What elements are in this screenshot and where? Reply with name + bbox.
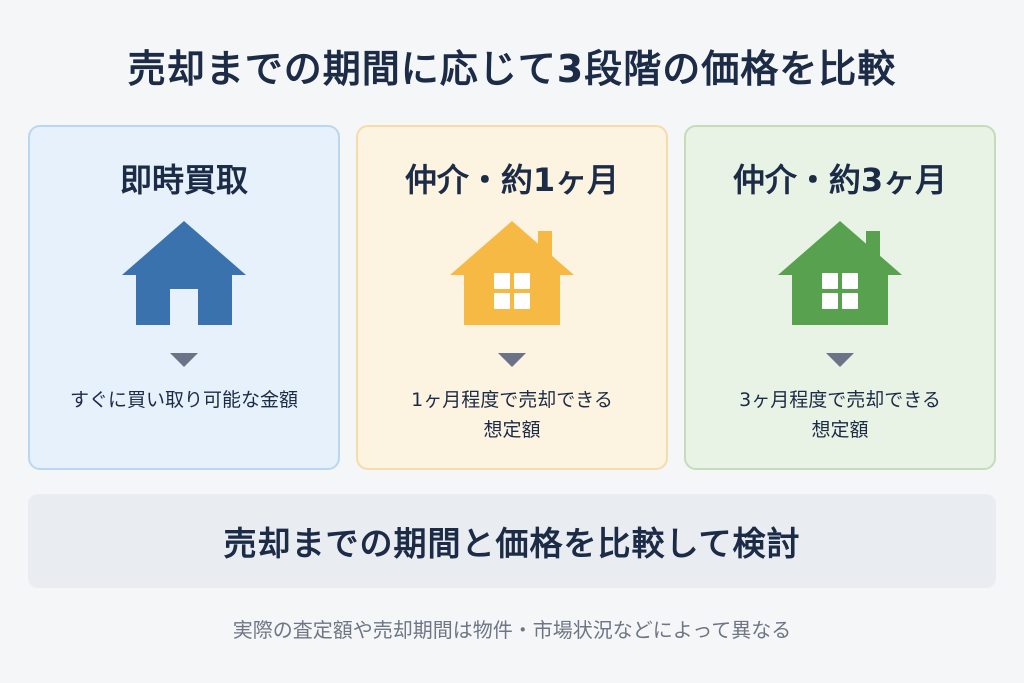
down-arrow-icon (498, 353, 526, 367)
card-brokerage-1-month: 仲介・約1ヶ月 1ヶ月程度で売却できる 想定額 (356, 125, 668, 470)
house-icon (122, 221, 246, 325)
card-description-line: 想定額 (483, 419, 541, 441)
comparison-cards: 即時買取 すぐに買い取り可能な金額 仲介・約1ヶ月 1ヶ月程度で売却 (28, 125, 996, 470)
card-description-line: すぐに買い取り可能な金額 (69, 389, 298, 411)
card-description: すぐに買い取り可能な金額 (42, 385, 326, 415)
down-arrow-icon (826, 353, 854, 367)
house-with-chimney-icon (778, 221, 902, 325)
card-title: 即時買取 (119, 161, 248, 199)
card-title: 仲介・約1ヶ月 (404, 161, 620, 199)
card-description-line: 1ヶ月程度で売却できる (411, 389, 613, 411)
card-title: 仲介・約3ヶ月 (732, 161, 948, 199)
card-brokerage-3-months: 仲介・約3ヶ月 3ヶ月程度で売却できる 想定額 (684, 125, 996, 470)
card-immediate-purchase: 即時買取 すぐに買い取り可能な金額 (28, 125, 340, 470)
page-title: 売却までの期間に応じて3段階の価格を比較 (127, 47, 897, 91)
card-description-line: 想定額 (811, 419, 869, 441)
card-description-line: 3ヶ月程度で売却できる (739, 389, 941, 411)
conclusion-banner: 売却までの期間と価格を比較して検討 (28, 494, 996, 588)
card-description: 3ヶ月程度で売却できる 想定額 (698, 385, 982, 445)
footnote: 実際の査定額や売却期間は物件・市場状況などによって異なる (232, 618, 792, 642)
house-with-chimney-icon (450, 221, 574, 325)
down-arrow-icon (170, 353, 198, 367)
card-description: 1ヶ月程度で売却できる 想定額 (370, 385, 654, 445)
